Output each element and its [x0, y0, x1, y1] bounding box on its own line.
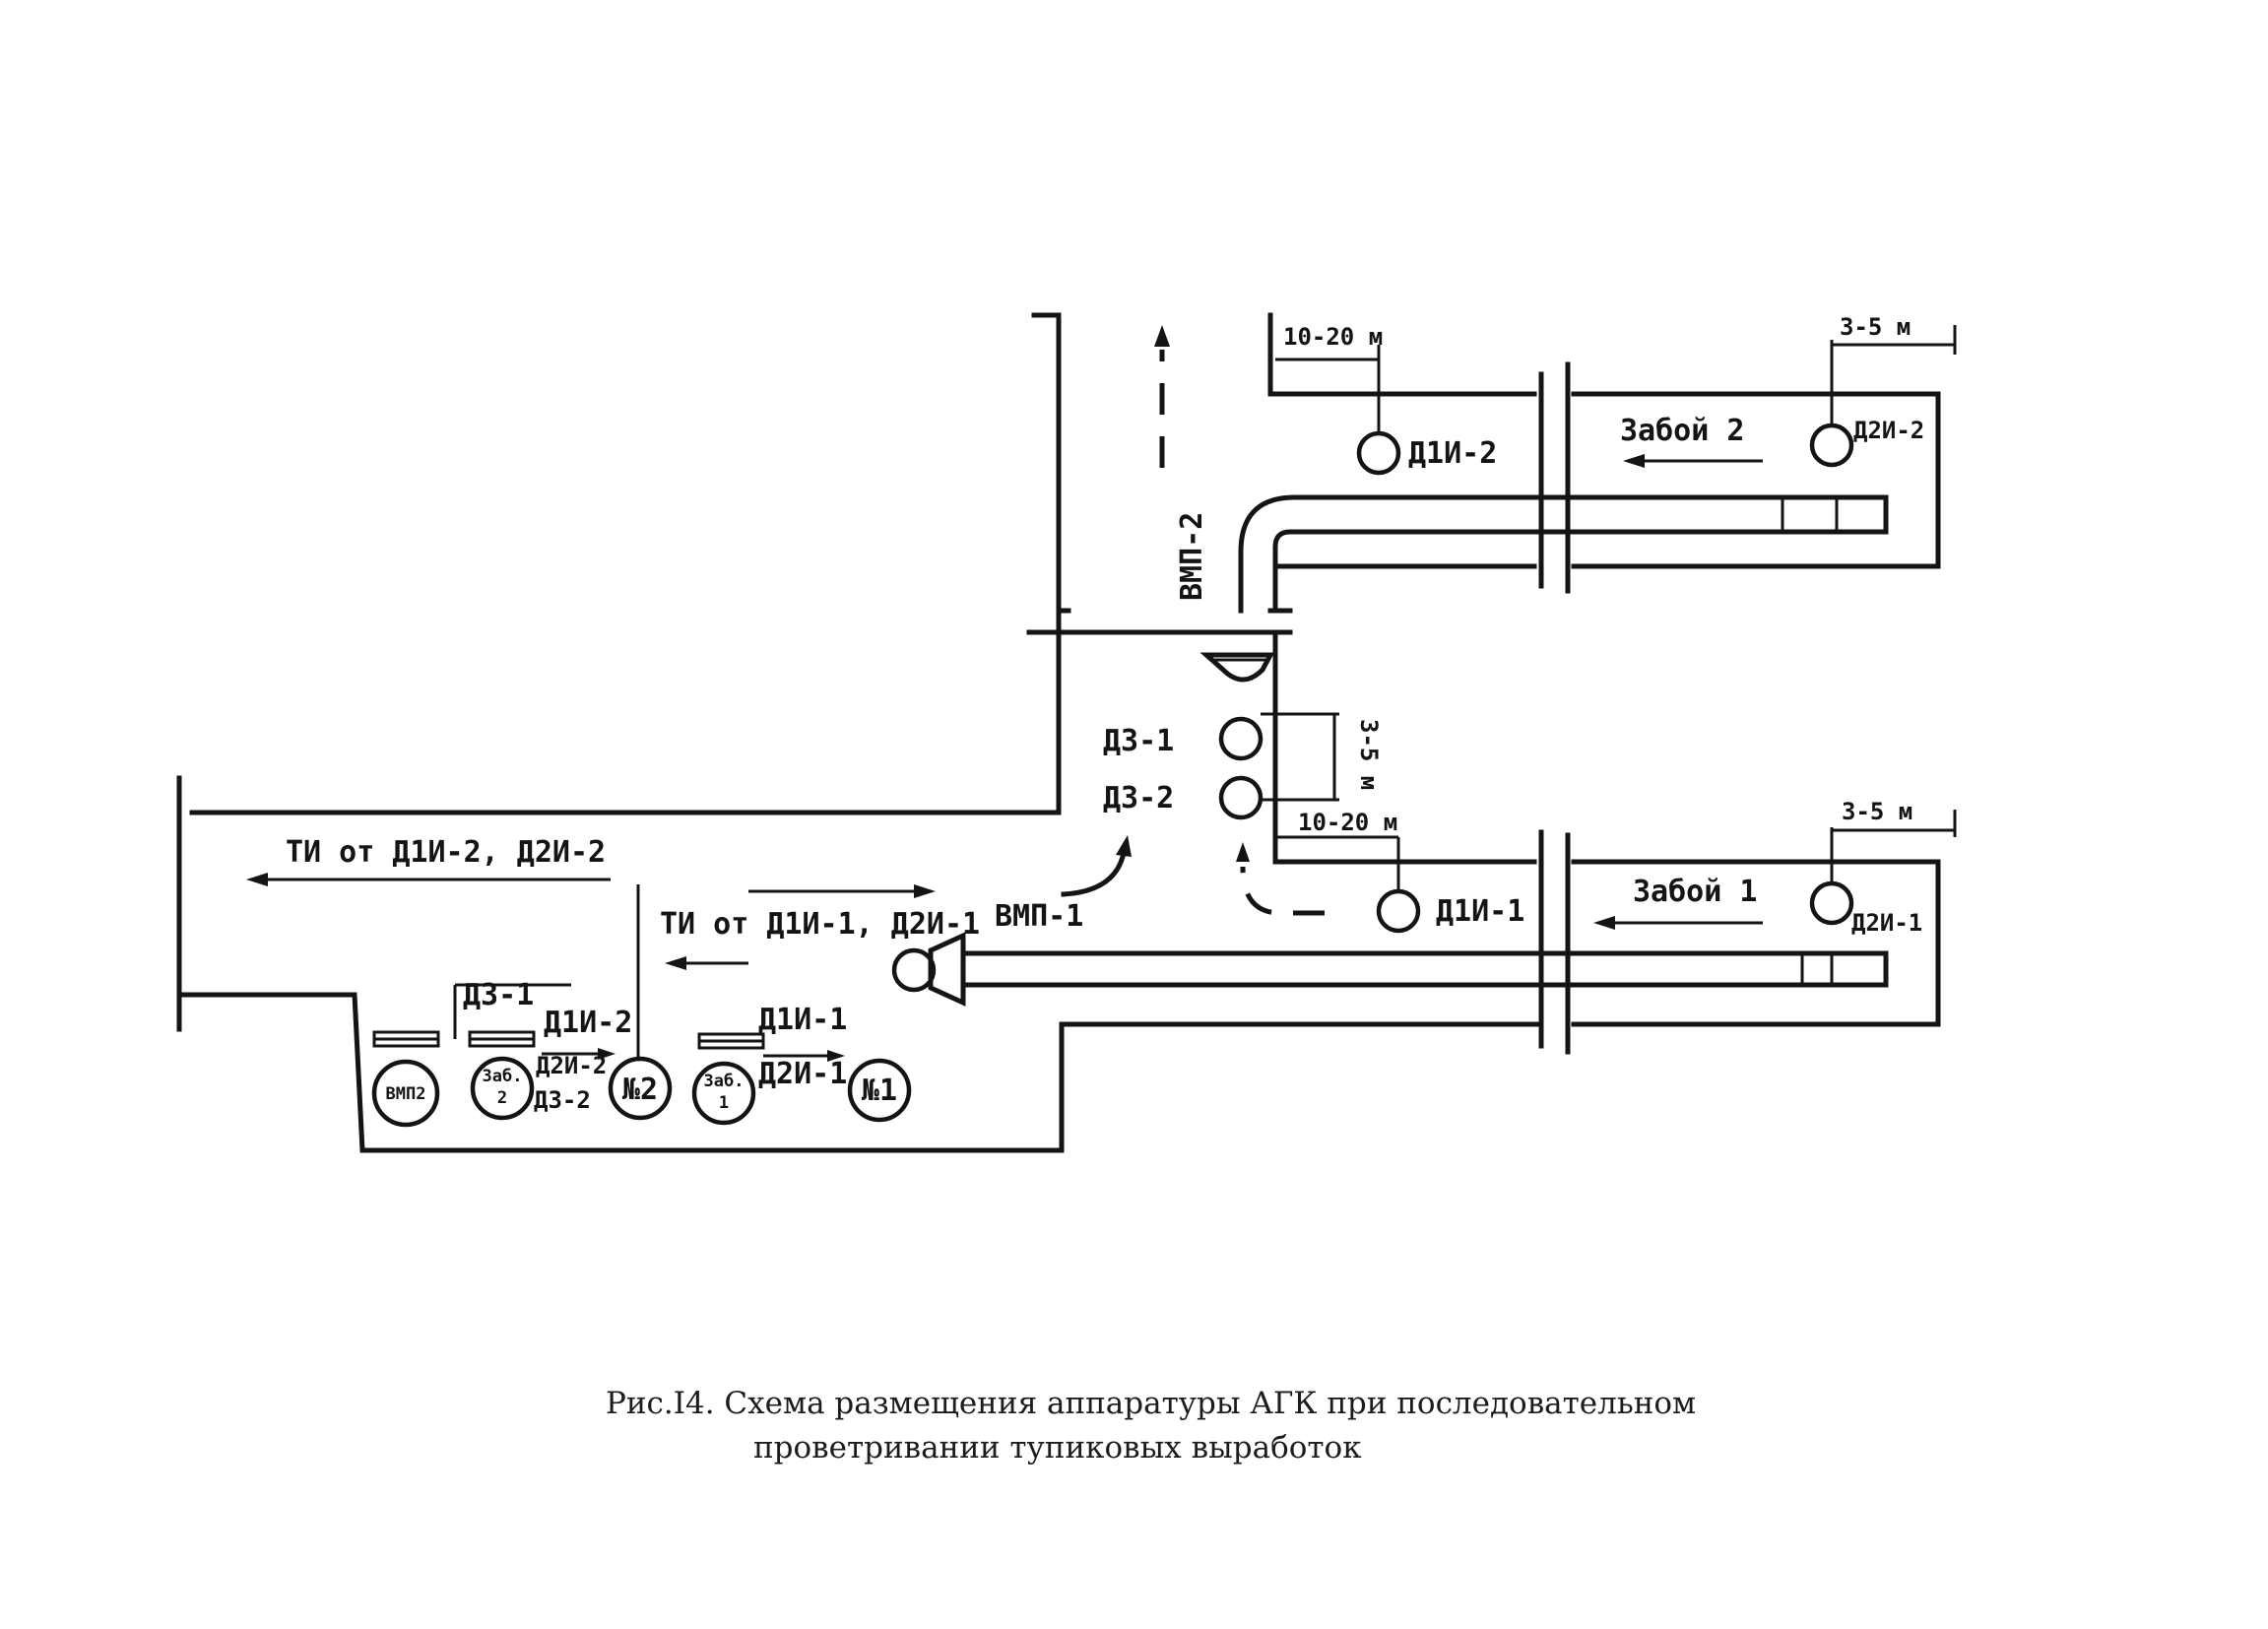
- labels: 10-20 м 3-5 м Забой 2 Д1И-2 Д2И-2 ВМП-2 …: [286, 313, 1924, 1114]
- sensor-d3-2-label: Д3-2: [1103, 781, 1174, 815]
- station-d1i-2-label: Д1И-2: [544, 1006, 632, 1040]
- unit-zab1-label-2: 1: [719, 1093, 729, 1113]
- sensor-d3-1-label: Д3-1: [1103, 724, 1174, 758]
- unit-zab2-label-2: 2: [497, 1088, 507, 1108]
- unit-zab1-label-1: Заб.: [704, 1072, 745, 1091]
- sensor-d2i-1-label: Д2И-1: [1851, 909, 1922, 937]
- sensor-d2i-2-label: Д2И-2: [1853, 417, 1924, 444]
- caption-line-2: проветривании тупиковых выработок: [753, 1430, 1362, 1466]
- sensor-d1i-1-label: Д1И-1: [1436, 894, 1524, 929]
- unit-n1-label: №1: [862, 1074, 897, 1108]
- unit-zab1-circle: [691, 1061, 756, 1126]
- unit-vmp2-circle: [371, 1059, 440, 1128]
- dim-lower-3-5: 3-5 м: [1842, 798, 1912, 825]
- station-d1i-1-label: Д1И-1: [758, 1003, 847, 1037]
- fan-vmp2-label: ВМП-2: [1175, 512, 1209, 601]
- dim-upper-3-5: 3-5 м: [1840, 313, 1911, 341]
- unit-n2-label: №2: [622, 1073, 658, 1107]
- dim-middle-3-5: 3-5 м: [1355, 719, 1383, 790]
- station-d3-1-label: Д3-1: [463, 978, 534, 1012]
- control-station: [371, 1030, 912, 1128]
- sensor-d3-1-circle: [1218, 716, 1264, 761]
- face-1-label: Забой 1: [1633, 875, 1757, 909]
- fan-vmp1: [891, 932, 966, 1007]
- station-d2i-2-label: Д2И-2: [536, 1052, 607, 1079]
- ti-upper-label: ТИ от Д1И-2, Д2И-2: [286, 835, 606, 870]
- unit-n1-circle: [847, 1058, 912, 1123]
- unit-zab2-circle: [470, 1056, 535, 1121]
- sensor-d3-2-circle: [1218, 775, 1264, 820]
- fan-vmp2: [1199, 652, 1275, 683]
- sensor-d1i-1-circle: [1376, 888, 1421, 934]
- unit-n2-circle: [608, 1056, 673, 1121]
- dim-upper-10-20: 10-20 м: [1283, 323, 1383, 351]
- station-d2i-1-label: Д2И-1: [758, 1057, 847, 1091]
- station-d3-2-label: Д3-2: [534, 1086, 591, 1114]
- sensors: [1218, 423, 1854, 934]
- face-2-label: Забой 2: [1620, 414, 1744, 448]
- ti-lower-label: ТИ от Д1И-1, Д2И-1: [660, 907, 980, 942]
- sensor-d1i-2-circle: [1356, 430, 1401, 476]
- figure-caption: Рис.I4. Схема размещения аппаратуры АГК …: [606, 1386, 1696, 1466]
- airflow-arrows: [1061, 325, 1763, 930]
- sensor-d1i-2-label: Д1И-2: [1408, 436, 1497, 471]
- air-ducts: [962, 494, 1889, 988]
- caption-line-1: Рис.I4. Схема размещения аппаратуры АГК …: [606, 1386, 1696, 1421]
- fan-vmp1-label: ВМП-1: [995, 899, 1083, 934]
- dim-lower-10-20: 10-20 м: [1298, 809, 1397, 836]
- unit-vmp2-label: ВМП2: [386, 1084, 426, 1104]
- unit-zab2-label-1: Заб.: [483, 1067, 523, 1086]
- dimension-lines: [1261, 325, 1957, 891]
- sensor-d2i-2-circle: [1809, 423, 1854, 468]
- sensor-d2i-1-circle: [1809, 880, 1854, 926]
